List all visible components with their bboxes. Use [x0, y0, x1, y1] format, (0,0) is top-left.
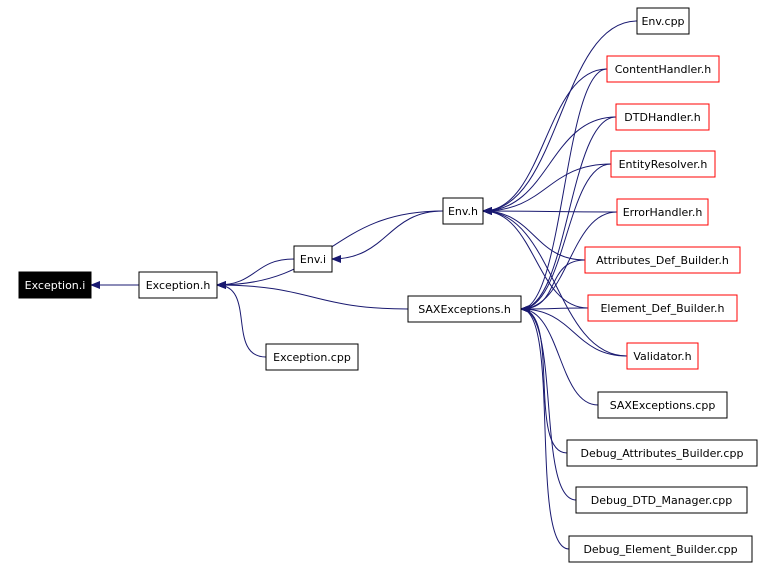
node-label: Env.h	[448, 205, 478, 218]
node-label: Debug_Element_Builder.cpp	[583, 543, 737, 556]
node-box	[265, 343, 359, 371]
node-box	[616, 198, 709, 226]
node-saxexceptions-h[interactable]: SAXExceptions.h	[407, 295, 522, 323]
edge-validator-h-to-env-h	[482, 207, 628, 357]
node-box	[18, 271, 92, 299]
node-env-i[interactable]: Env.i	[293, 245, 333, 273]
node-box	[407, 295, 522, 323]
node-box	[626, 342, 699, 370]
edge-errorhandler-h-to-env-h	[482, 207, 618, 216]
node-validator-h[interactable]: Validator.h	[626, 342, 699, 370]
node-box	[568, 535, 753, 563]
edge-element-def-builder-h-to-env-h	[482, 207, 589, 309]
node-box	[442, 197, 484, 225]
node-box	[615, 103, 710, 131]
edge-exception-cpp-to-exception-h	[216, 281, 267, 358]
edge-entityresolver-h-to-env-h	[482, 163, 612, 215]
node-entityresolver-h[interactable]: EntityResolver.h	[610, 150, 716, 178]
edges-layer	[90, 20, 638, 550]
nodes-layer: Exception.i Exception.h Env.i Env.hExceptio…	[18, 7, 758, 563]
node-label: Attributes_Def_Builder.h	[596, 254, 729, 267]
edge-env-h-to-env-i	[331, 210, 444, 263]
node-label: EntityResolver.h	[619, 158, 708, 171]
node-box	[575, 486, 748, 514]
node-label: SAXExceptions.h	[418, 303, 511, 316]
node-exception-i[interactable]: Exception.i	[18, 271, 92, 299]
node-exception-cpp[interactable]: Exception.cpp	[265, 343, 359, 371]
edge-dtdhandler-h-to-env-h	[482, 116, 617, 215]
node-label: Validator.h	[633, 350, 691, 363]
node-contenthandler-h[interactable]: ContentHandler.h	[606, 55, 720, 83]
node-box	[138, 271, 218, 299]
edge-contenthandler-h-to-saxexceptions-h	[520, 68, 608, 313]
node-label: SAXExceptions.cpp	[610, 399, 716, 412]
node-box	[597, 391, 728, 419]
edge-errorhandler-h-to-saxexceptions-h	[520, 211, 618, 313]
edge-saxexceptions-cpp-to-saxexceptions-h	[520, 305, 599, 406]
node-env-h[interactable]: Env.h	[442, 197, 484, 225]
node-label: DTDHandler.h	[624, 111, 700, 124]
node-dtdhandler-h[interactable]: DTDHandler.h	[615, 103, 710, 131]
node-box	[610, 150, 716, 178]
edge-debug-element-builder-cpp-to-saxexceptions-h	[520, 305, 570, 550]
node-label: Env.cpp	[641, 15, 684, 28]
node-box	[584, 246, 741, 274]
node-box	[606, 55, 720, 83]
node-label: Debug_DTD_Manager.cpp	[591, 494, 733, 507]
node-debug-element-builder-cpp[interactable]: Debug_Element_Builder.cpp	[568, 535, 753, 563]
node-label: Element_Def_Builder.h	[600, 302, 724, 315]
node-debug-dtd-manager-cpp[interactable]: Debug_DTD_Manager.cpp	[575, 486, 748, 514]
node-box	[566, 439, 758, 467]
node-debug-attributes-builder-cpp[interactable]: Debug_Attributes_Builder.cpp	[566, 439, 758, 467]
node-errorhandler-h[interactable]: ErrorHandler.h	[616, 198, 709, 226]
edge-validator-h-to-saxexceptions-h	[520, 305, 628, 357]
node-label: Env.i	[300, 253, 326, 266]
node-label: Exception.i	[25, 279, 86, 292]
node-label: Exception.cpp	[273, 351, 351, 364]
edge-debug-attributes-builder-cpp-to-saxexceptions-h	[520, 305, 568, 454]
node-label: ErrorHandler.h	[623, 206, 703, 219]
node-box	[636, 7, 690, 35]
edge-element-def-builder-h-to-saxexceptions-h	[520, 304, 589, 313]
edge-env-i-to-exception-h	[216, 258, 295, 289]
edge-env-cpp-to-env-h	[482, 20, 638, 215]
edge-debug-dtd-manager-cpp-to-saxexceptions-h	[520, 305, 577, 501]
node-label: ContentHandler.h	[615, 63, 712, 76]
edge-contenthandler-h-to-env-h	[482, 68, 608, 215]
edge-entityresolver-h-to-saxexceptions-h	[520, 163, 612, 313]
edge-attributes-def-builder-h-to-saxexceptions-h	[520, 259, 586, 313]
node-element-def-builder-h[interactable]: Element_Def_Builder.h	[587, 294, 738, 322]
edge-attributes-def-builder-h-to-env-h	[482, 207, 586, 261]
node-exception-h[interactable]: Exception.h	[138, 271, 218, 299]
node-env-cpp[interactable]: Env.cpp	[636, 7, 690, 35]
node-label: Exception.h	[146, 279, 211, 292]
node-saxexceptions-cpp[interactable]: SAXExceptions.cpp	[597, 391, 728, 419]
edge-saxexceptions-h-to-exception-h	[216, 281, 409, 310]
node-attributes-def-builder-h[interactable]: Attributes_Def_Builder.h	[584, 246, 741, 274]
node-box	[587, 294, 738, 322]
node-label: Debug_Attributes_Builder.cpp	[581, 447, 744, 460]
edge-dtdhandler-h-to-saxexceptions-h	[520, 116, 617, 313]
node-box	[293, 245, 333, 273]
